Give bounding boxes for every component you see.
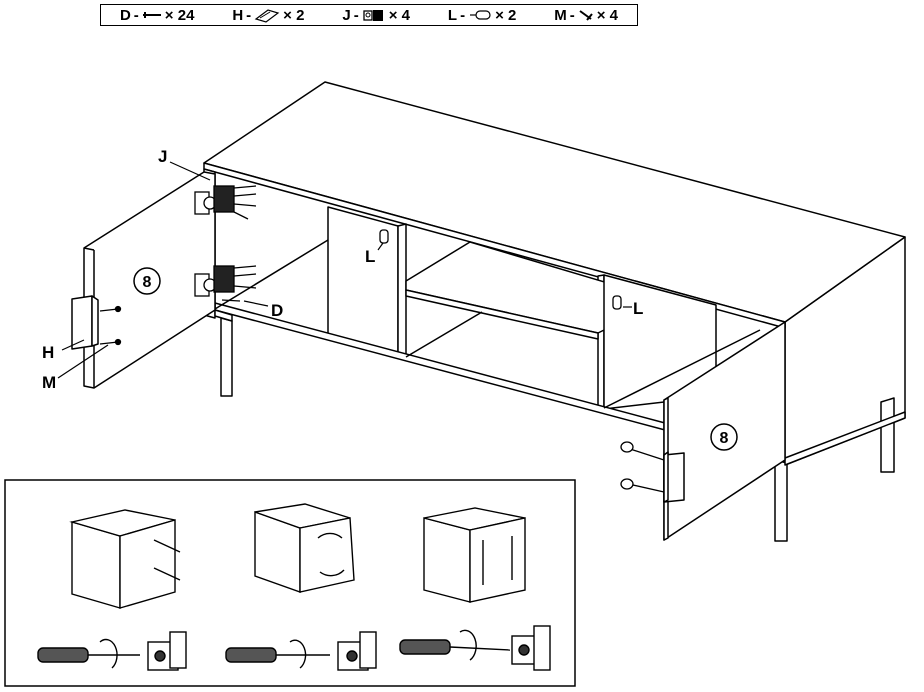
part-qty: × 2 [283,6,305,24]
label-j: J [158,147,167,166]
hinge-icon [337,631,377,671]
label-m: M [42,373,56,392]
cube-icon [71,521,121,609]
part-h: H- × 2 [232,6,305,24]
part-letter: M [554,6,567,24]
hinge-icon [511,625,551,671]
part-qty: × 2 [495,6,517,24]
handle-icon [254,9,280,23]
label-d: D [271,301,283,320]
part-j: J- × 4 [342,6,410,24]
part-letter: L [447,6,458,24]
label-l-right: L [633,299,643,318]
parts-legend: D- × 24 H- × 2 J- × 4 L- × 2 M- × 4 [100,4,638,26]
hinges-left [99,185,665,493]
screwdriver-icon [37,638,140,669]
arrow-icon [153,567,181,581]
part-letter: H [232,6,244,24]
shelf-support-icon [470,10,491,20]
hinge-icon [147,631,187,671]
shelf-support-icon [612,295,622,310]
cube-icon [423,517,471,603]
step-number: 8 [143,274,152,291]
part-d: D- × 24 [119,6,195,24]
rotate-arrow-icon [319,569,345,577]
part-letter: D [119,6,131,24]
screwdriver-icon [399,629,511,661]
part-qty: × 4 [388,6,410,24]
step-number: 8 [720,430,729,447]
middle-shelf-edge [405,289,599,340]
screwdriver-icon [225,639,330,669]
divider-left [397,223,407,359]
part-m: M- × 4 [554,6,619,24]
arrow-icon [153,539,181,553]
step-badge-right: 8 [710,423,738,451]
part-letter: J [342,6,351,24]
small-screw-icon [579,10,593,21]
adjustment-inset-content [37,503,551,671]
rotate-arrow-icon [317,532,343,539]
part-l: L- × 2 [447,6,517,24]
step-badge-left: 8 [133,267,161,295]
part-qty: × 4 [596,6,619,24]
hinge-icon [194,185,257,220]
label-l-left: L [365,247,375,266]
leg-back-right [880,397,895,473]
leg-front-left [220,317,233,397]
screw-icon [142,12,161,18]
hinge-icon [194,265,257,302]
label-h: H [42,343,54,362]
shelf-support-icon [379,229,389,244]
part-qty: × 24 [164,6,195,24]
leg-front-right [774,459,788,542]
hinge-icon [363,10,383,21]
